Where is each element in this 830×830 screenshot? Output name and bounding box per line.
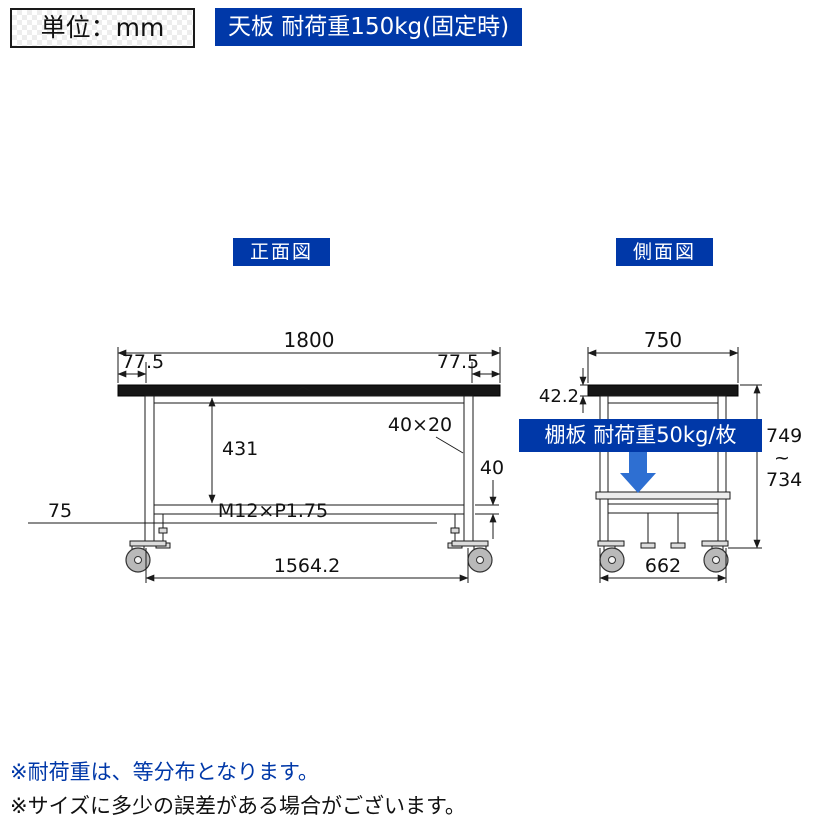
top-load-banner: 天板 耐荷重150kg(固定時) bbox=[215, 8, 523, 46]
svg-text:~: ~ bbox=[774, 447, 790, 469]
svg-text:1800: 1800 bbox=[284, 328, 335, 352]
side-right-leg bbox=[717, 395, 727, 542]
front-apron bbox=[153, 395, 465, 404]
front-view-drawing: 1800 77.5 77.5 431 40×20 bbox=[28, 328, 504, 583]
tabletop-break-mark bbox=[295, 386, 311, 392]
front-dim-overhang-right: 77.5 bbox=[437, 351, 501, 383]
front-right-leg bbox=[463, 395, 474, 542]
svg-text:662: 662 bbox=[645, 555, 681, 577]
front-dim-caster-span: 1564.2 bbox=[145, 548, 469, 583]
side-view-drawing: 750 42.2 749 ~ 734 bbox=[539, 328, 802, 583]
svg-text:750: 750 bbox=[644, 328, 682, 352]
side-apron bbox=[607, 395, 719, 404]
shelf-pointer-arrow-icon bbox=[620, 451, 656, 493]
side-tabletop bbox=[587, 384, 739, 397]
front-dim-overhang-left: 77.5 bbox=[117, 351, 164, 383]
front-right-caster bbox=[451, 540, 493, 573]
front-view-title: 正面図 bbox=[233, 238, 330, 266]
side-view-title: 側面図 bbox=[616, 238, 713, 266]
side-right-caster bbox=[701, 540, 729, 573]
svg-text:40: 40 bbox=[480, 457, 504, 479]
side-dim-height-range: 749 ~ 734 bbox=[728, 384, 802, 549]
front-dim-rail-height: 40 bbox=[475, 457, 504, 539]
svg-text:734: 734 bbox=[766, 469, 802, 491]
side-shelf-rail bbox=[607, 503, 719, 514]
side-dim-shelf-span: 662 bbox=[599, 548, 727, 583]
svg-text:77.5: 77.5 bbox=[437, 351, 479, 373]
svg-text:77.5: 77.5 bbox=[122, 351, 164, 373]
svg-text:42.2: 42.2 bbox=[539, 386, 579, 407]
footnote-load-distribution: ※耐荷重は、等分布となります。 bbox=[10, 760, 319, 784]
svg-text:40×20: 40×20 bbox=[388, 414, 452, 436]
front-label-frame-size: 40×20 bbox=[388, 414, 464, 454]
side-dim-top-assembly: 42.2 bbox=[539, 368, 588, 413]
svg-text:431: 431 bbox=[222, 438, 258, 460]
front-left-leg bbox=[144, 395, 155, 542]
shelf-load-banner: 棚板 耐荷重50kg/枚 bbox=[519, 419, 762, 452]
svg-text:M12×P1.75: M12×P1.75 bbox=[218, 500, 328, 522]
front-lower-rail bbox=[153, 504, 465, 515]
svg-text:75: 75 bbox=[48, 500, 72, 522]
svg-text:1564.2: 1564.2 bbox=[274, 555, 340, 577]
front-left-caster bbox=[125, 540, 167, 573]
side-left-leg bbox=[599, 395, 609, 542]
side-shelf-board bbox=[595, 491, 731, 500]
side-left-caster bbox=[597, 540, 625, 573]
footnote-size-tolerance: ※サイズに多少の誤差がある場合がございます。 bbox=[10, 794, 466, 818]
side-adjusters bbox=[640, 513, 686, 549]
svg-text:749: 749 bbox=[766, 425, 802, 447]
front-dim-caster-thread: 75 M12×P1.75 bbox=[28, 500, 437, 524]
unit-label-box: 単位：mm bbox=[10, 8, 195, 48]
front-dim-clear-height: 431 bbox=[208, 397, 258, 504]
side-dim-depth: 750 bbox=[587, 328, 739, 383]
